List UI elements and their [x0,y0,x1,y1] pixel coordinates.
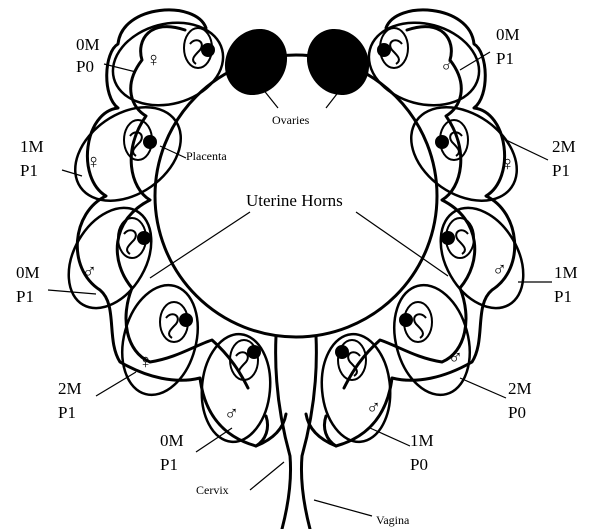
sex-symbol-right-2: ♀ [500,153,515,175]
embryo-left-4 [160,302,192,342]
fetus-label-left-4-p: P1 [58,403,76,422]
embryo-right-4 [400,302,432,342]
sex-symbol-left-3: ♂ [82,261,97,283]
sex-symbol-left-2: ♀ [86,151,101,173]
fetus-label-right-3-m: 1M [554,263,578,282]
sex-symbol-left-5: ♂ [224,403,239,425]
fetus-label-left-4-m: 2M [58,379,82,398]
arrow-placenta [160,146,186,158]
sex-symbol-left-1: ♀ [146,49,161,71]
embryo-right-1 [378,28,408,68]
placenta-label: Placenta [186,149,227,163]
sex-symbol-right-5: ♂ [366,397,381,419]
fetus-label-left-3-m: 0M [16,263,40,282]
sac-left-5 [197,331,274,445]
uterine-horns-label: Uterine Horns [246,191,343,210]
fetus-label-right-1-p: P1 [496,49,514,68]
fetus-label-right-1-m: 0M [496,25,520,44]
arrow-left-1 [104,64,136,72]
sex-symbol-right-1: ♂ [440,55,455,77]
fetus-label-left-5-p: P1 [160,455,178,474]
embryo-left-5 [230,340,260,380]
sex-symbol-right-4: ♂ [448,347,463,369]
fetus-label-right-5-p: P0 [410,455,428,474]
fetus-label-left-2-p: P1 [20,161,38,180]
embryo-left-3 [118,218,150,258]
fetus-label-left-2-m: 1M [20,137,44,156]
fetus-label-left-3-p: P1 [16,287,34,306]
arrow-ovary-left [262,88,278,108]
ovaries-label: Ovaries [272,113,310,127]
sex-symbol-right-3: ♂ [492,259,507,281]
fetus-label-right-2-p: P1 [552,161,570,180]
cervix-label: Cervix [196,483,229,497]
left-ovary [213,18,299,107]
arrow-right-4 [460,378,506,398]
fetus-label-left-1-m: 0M [76,35,100,54]
fetus-label-right-5-m: 1M [410,431,434,450]
fetus-label-left-1-p: P0 [76,57,94,76]
fetus-label-right-3-p: P1 [554,287,572,306]
arrow-right-5 [370,428,410,446]
sex-symbol-left-4: ♀ [138,351,153,373]
left-horn-inner-wall [117,27,248,388]
sac-left-3 [52,193,168,323]
fetus-label-right-4-m: 2M [508,379,532,398]
arrow-left-2 [62,170,82,176]
fetus-label-left-5-m: 0M [160,431,184,450]
embryo-right-3 [442,218,474,258]
sac-right-5 [317,331,394,445]
fetus-label-right-2-m: 2M [552,137,576,156]
fetus-label-right-4-p: P0 [508,403,526,422]
arrow-cervix [250,462,284,490]
sac-right-3 [424,193,540,323]
arrow-vagina [314,500,372,516]
vagina-label: Vagina [376,513,410,527]
embryo-left-1 [184,28,214,68]
